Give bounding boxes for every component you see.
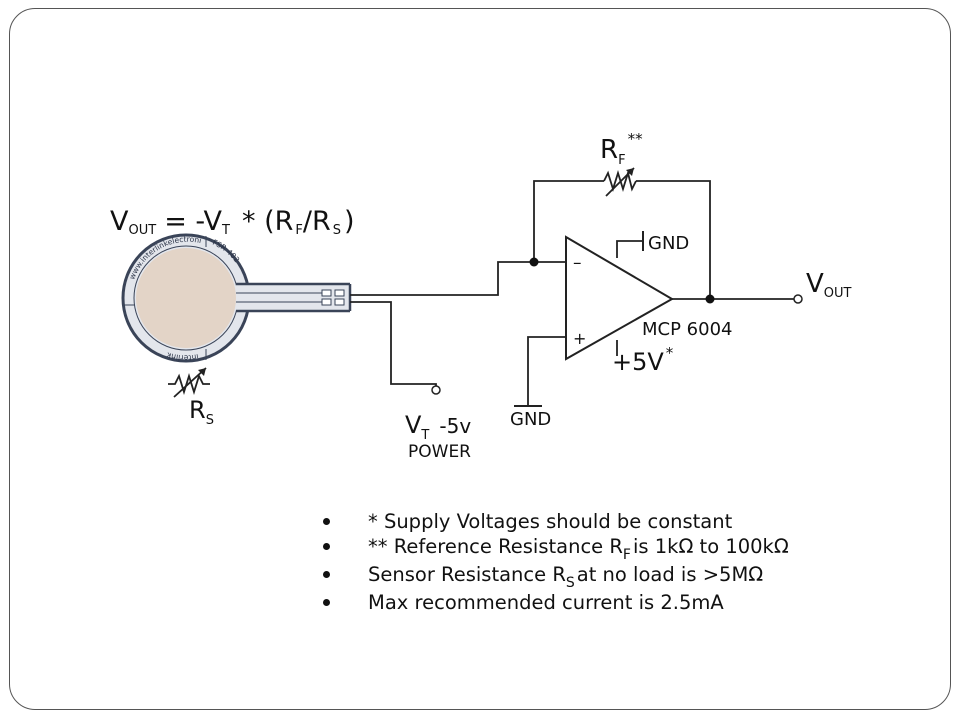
ring-text-top: www.interlinkelectronics.com	[0, 0, 202, 281]
sensor-pin	[334, 289, 345, 297]
formula-rf-sub: F	[295, 223, 302, 238]
wire-gnd-top	[616, 240, 642, 258]
opamp-part-label: MCP 6004	[642, 319, 732, 340]
gnd-bottom-label: GND	[510, 409, 551, 430]
wires	[350, 180, 794, 407]
power-caption: POWER	[408, 442, 471, 462]
note-item: * Supply Voltages should be constant	[318, 509, 789, 534]
sensor-pin	[334, 298, 345, 306]
supply-label: +5V*	[612, 344, 674, 376]
rf-resistor	[603, 167, 637, 197]
formula-vout-sub: OUT	[128, 223, 156, 238]
vt-label: VT-5v	[405, 411, 471, 443]
formula-eq: = -V	[164, 206, 222, 237]
gnd-top-label: GND	[648, 233, 689, 254]
fsr-sensor: www.interlinkelectronics.com FSR 402 int…	[0, 0, 352, 363]
sensor-tail	[236, 284, 350, 311]
rs-resistor-symbol	[168, 367, 210, 398]
sensor-active-area	[136, 248, 236, 348]
formula-close: )	[344, 206, 355, 237]
rf-label: RF**	[600, 130, 643, 168]
formula-slash: /R	[303, 206, 331, 237]
junction-dot	[529, 257, 539, 267]
sensor-pin	[321, 298, 332, 306]
wire-noninverting-to-gnd	[527, 336, 566, 406]
note-item: Max recommended current is 2.5mA	[318, 590, 789, 615]
sensor-pin	[321, 289, 332, 297]
wire-feedback-left	[533, 180, 604, 262]
formula-mid: * (R	[242, 206, 293, 237]
wire-feedback-right	[636, 180, 711, 299]
ring-text-bottom: interlink	[165, 350, 199, 362]
wire-sensor-to-inverting	[350, 261, 534, 296]
formula-v: V	[110, 206, 129, 237]
junction-dot	[705, 294, 715, 304]
vt-terminal	[431, 385, 441, 395]
formula-vt-sub: T	[221, 223, 230, 238]
noninverting-input-sign: +	[573, 329, 586, 348]
inverting-input-sign: –	[573, 253, 582, 273]
formula-rs-sub: S	[333, 223, 341, 238]
rs-label: RS	[189, 396, 214, 428]
op-amp: – +	[565, 235, 675, 361]
notes-list: * Supply Voltages should be constant ** …	[318, 509, 789, 615]
vout-label: VOUT	[806, 269, 852, 301]
vout-terminal	[793, 294, 803, 304]
wire-sensor-to-vt	[350, 301, 437, 390]
